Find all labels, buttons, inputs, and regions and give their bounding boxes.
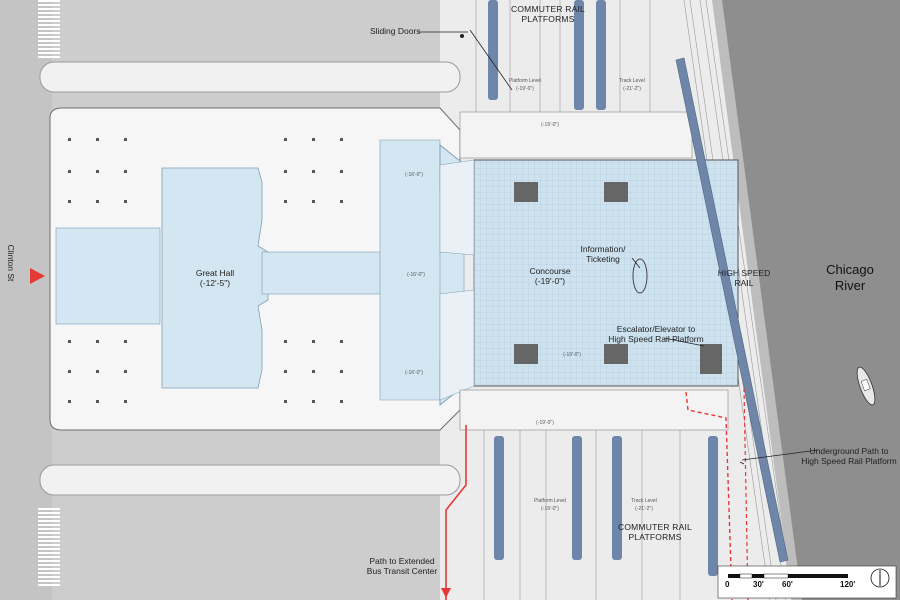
label-platform-level-bottom: Platform Level (534, 498, 566, 504)
clinton-st-roadway (0, 0, 52, 600)
bottom-drive-island (39, 464, 461, 496)
label-track-level-top: Track Level (619, 78, 645, 84)
label-bus-path-2: Bus Transit Center (366, 566, 438, 576)
label-concourse-level: (-19'-0") (534, 276, 566, 286)
label-commuter-top-1: COMMUTER RAIL (511, 4, 585, 14)
label-platform-level-top-value: (-19'-0") (516, 86, 534, 92)
label-sliding-doors: Sliding Doors (370, 26, 421, 36)
label-river: Chicago (826, 262, 874, 277)
label-concourse-small-level: (-19'-0") (563, 352, 581, 358)
north-corridor (459, 111, 693, 159)
label-concourse: Concourse (529, 266, 571, 276)
entrance-marker-icon (30, 268, 45, 284)
scale-tick-60: 60' (782, 580, 793, 589)
label-passage-level-3: (-16'-0") (405, 370, 423, 376)
high-speed-train (675, 57, 789, 563)
scale-bar (728, 573, 848, 579)
underground-path-line (685, 391, 733, 600)
label-high-speed-rail: HIGH SPEED (717, 268, 771, 278)
label-commuter-bottom-2: PLATFORMS (628, 532, 682, 542)
label-track-level-top-value: (-21'-2") (623, 86, 641, 92)
label-great-hall-level: (-12'-5") (199, 278, 231, 288)
label-commuter-bottom-1: COMMUTER RAIL (618, 522, 692, 532)
label-passage-level-1: (-16'-0") (405, 172, 423, 178)
label-clinton-st: Clinton St (6, 244, 16, 282)
west-entry-lobby (55, 227, 161, 325)
scale-bar-box (717, 565, 897, 599)
crosswalk-top (38, 0, 60, 60)
label-platform-level-top: Platform Level (509, 78, 541, 84)
label-corridor-level-2: (-19'-0") (536, 420, 554, 426)
label-passage-level-2: (-16'-0") (407, 272, 425, 278)
label-ticketing: Ticketing (586, 254, 620, 264)
bus-path-line (445, 425, 467, 600)
north-arrow-icon (870, 568, 890, 588)
south-corridor (459, 389, 729, 431)
chicago-river (720, 0, 900, 600)
label-corridor-level-1: (-19'-0") (541, 122, 559, 128)
great-hall-area (161, 167, 269, 389)
riverwalk-edge (712, 0, 802, 600)
leader-lines (418, 29, 819, 465)
label-track-level-bottom-value: (-21'-2") (635, 506, 653, 512)
crosswalk-bottom (38, 508, 60, 588)
top-platforms (475, 0, 651, 112)
north-south-passage (379, 139, 441, 401)
label-bus-path: Path to Extended (369, 556, 435, 566)
information-booth (632, 258, 648, 294)
scale-tick-0: 0 (725, 580, 730, 589)
label-escalator-2: High Speed Rail Platform (608, 334, 704, 344)
top-platform-trains (488, 0, 606, 110)
scale-tick-120: 120' (840, 580, 856, 589)
sliding-doors-marker (460, 34, 464, 38)
label-information: Information/ (580, 244, 626, 254)
bottom-platforms (483, 430, 681, 600)
label-high-speed-rail-2: RAIL (734, 278, 754, 288)
underground-path-line-2 (743, 387, 749, 600)
label-escalator: Escalator/Elevator to (616, 324, 696, 334)
concourse-connector (439, 159, 475, 401)
label-commuter-top-2: PLATFORMS (521, 14, 575, 24)
scale-tick-30: 30' (753, 580, 764, 589)
label-platform-level-bottom-value: (-19'-0") (541, 506, 559, 512)
label-underground-path-2: High Speed Rail Platform (801, 456, 897, 466)
label-river-2: River (834, 278, 866, 293)
label-underground-path: Underground Path to (809, 446, 889, 456)
label-great-hall: Great Hall (195, 268, 235, 278)
label-track-level-bottom: Track Level (631, 498, 657, 504)
bottom-platform-trains (494, 436, 718, 576)
column-grid (68, 138, 343, 403)
boat-icon (856, 366, 876, 406)
bus-path-arrow-icon (441, 588, 451, 598)
escalators (514, 182, 722, 374)
top-drive-island (39, 61, 461, 93)
